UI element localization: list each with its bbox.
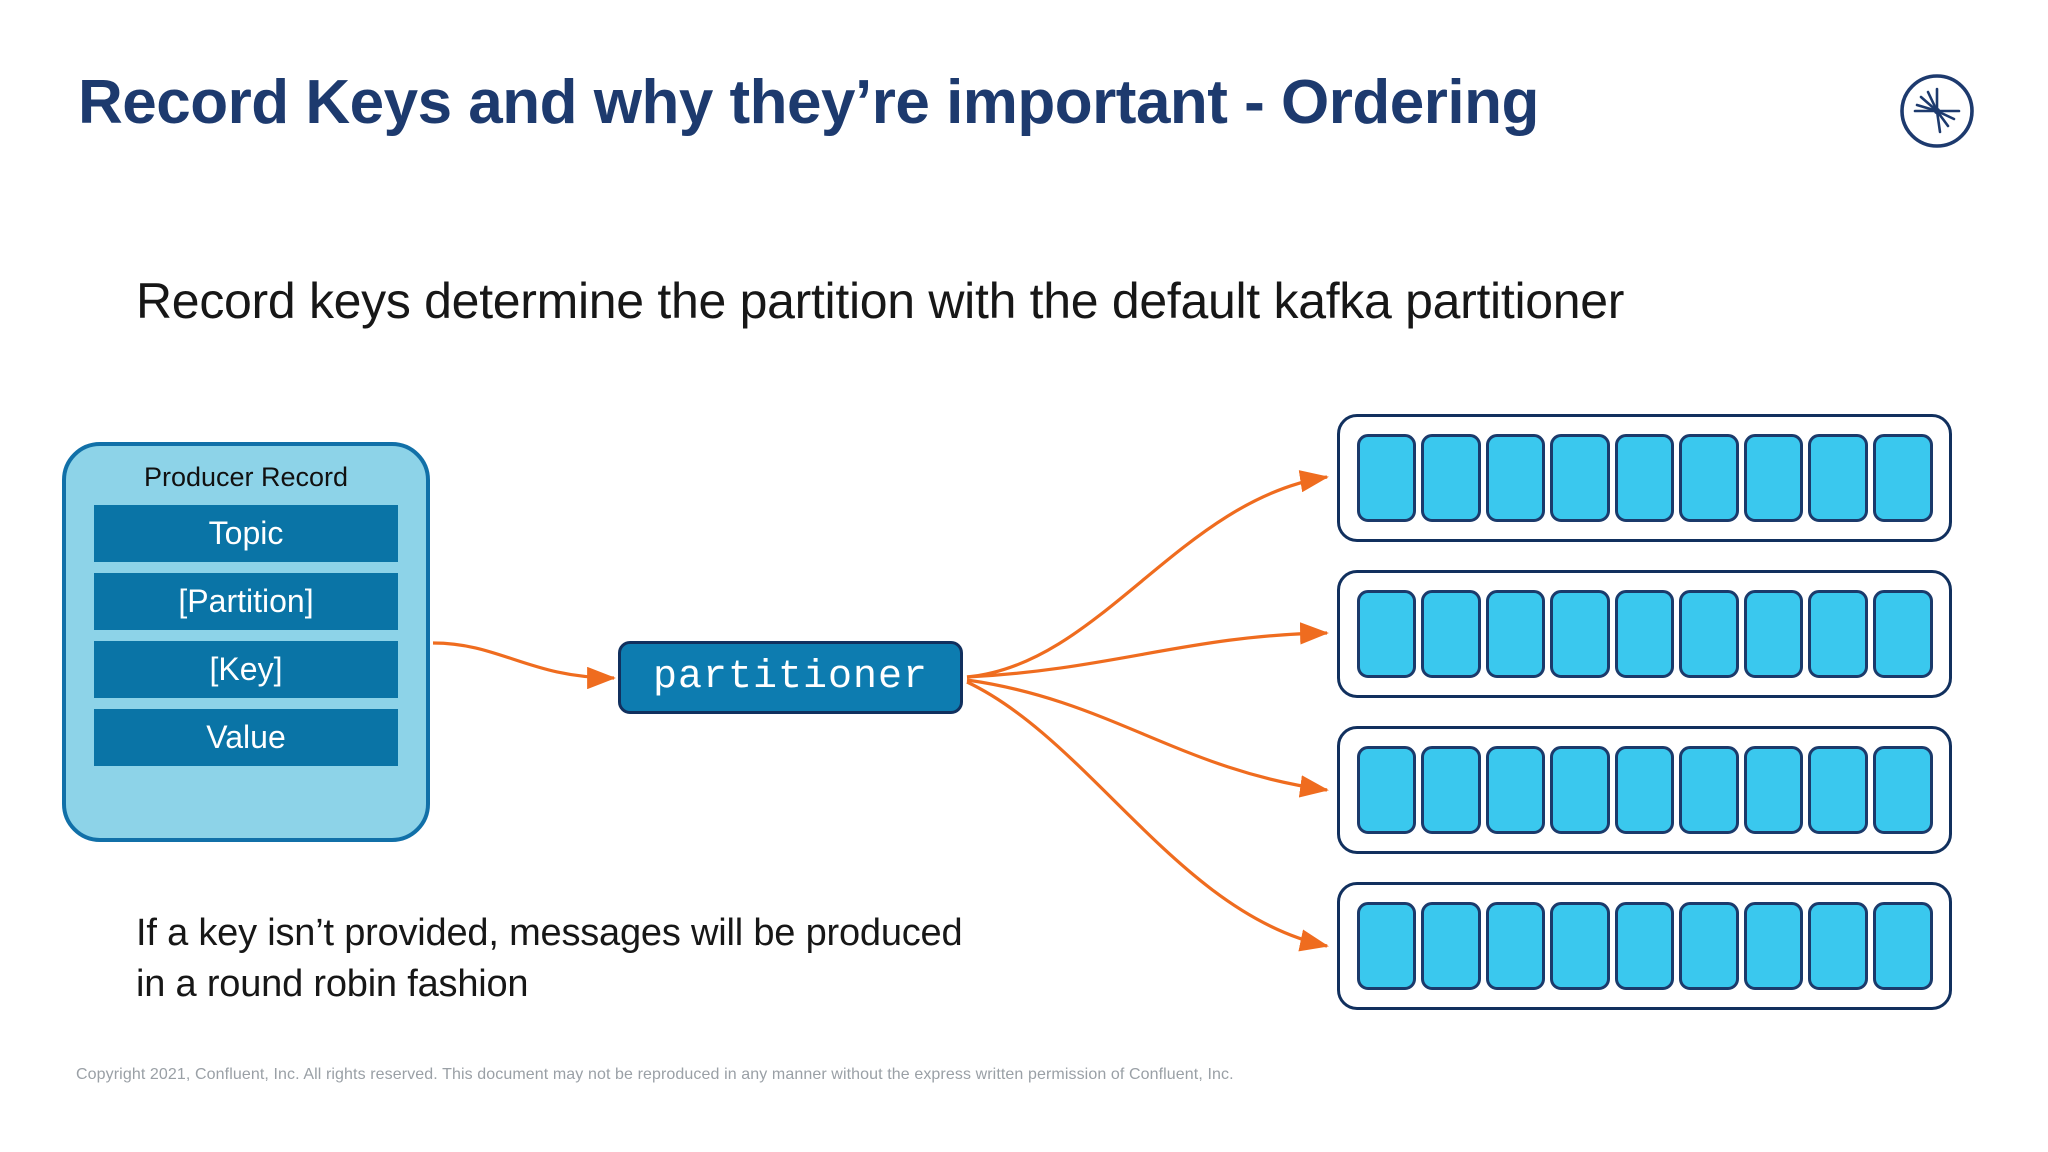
partition-cell	[1679, 434, 1739, 522]
arrow-partitioner-to-partition-0	[966, 470, 1329, 679]
record-field-key: [Key]	[94, 641, 398, 698]
partition-cell	[1356, 902, 1417, 990]
partition-cell	[1808, 590, 1868, 678]
partition-cell	[1421, 434, 1481, 522]
partition-cell	[1679, 590, 1739, 678]
partition-cell	[1873, 902, 1933, 990]
partition-cell	[1614, 902, 1675, 990]
lead-paragraph: Record keys determine the partition with…	[136, 273, 1625, 329]
producer-record-card: Producer Record Topic [Partition] [Key] …	[62, 442, 430, 842]
partition-cell	[1356, 434, 1417, 522]
partition-cell	[1614, 590, 1675, 678]
partition-cell	[1550, 434, 1610, 522]
partition-cell	[1421, 746, 1481, 834]
partition-cell	[1614, 434, 1675, 522]
partition-cell	[1550, 746, 1610, 834]
record-field-topic: Topic	[94, 505, 398, 562]
partition-cell	[1485, 434, 1546, 522]
partition-cell	[1485, 590, 1546, 678]
arrow-record-to-partitioner	[432, 641, 616, 690]
footer-copyright: Copyright 2021, Confluent, Inc. All righ…	[76, 1066, 1234, 1083]
partition-cell	[1808, 434, 1868, 522]
partition-cell	[1808, 902, 1868, 990]
partition-cell	[1743, 902, 1804, 990]
arrow-partitioner-to-partition-1	[966, 622, 1329, 679]
partition-row	[1337, 882, 1952, 1010]
partition-cell	[1485, 746, 1546, 834]
partition-cell	[1873, 434, 1933, 522]
arrow-partitioner-to-partition-2	[966, 678, 1329, 798]
record-field-partition: [Partition]	[94, 573, 398, 630]
record-field-value: Value	[94, 709, 398, 766]
partition-cell	[1808, 746, 1868, 834]
partition-row	[1337, 726, 1952, 854]
note-paragraph: If a key isn’t provided, messages will b…	[136, 912, 963, 1006]
partition-cell	[1743, 434, 1804, 522]
partition-cell	[1550, 902, 1610, 990]
partition-cell	[1421, 902, 1481, 990]
partition-cell	[1421, 590, 1481, 678]
partition-cell	[1550, 590, 1610, 678]
producer-record-title: Producer Record	[143, 462, 349, 492]
partition-cell	[1485, 902, 1546, 990]
confluent-logo-icon	[1900, 74, 1974, 148]
partition-cell	[1356, 590, 1417, 678]
partition-row	[1337, 570, 1952, 698]
partition-cell	[1614, 746, 1675, 834]
partition-cell	[1743, 590, 1804, 678]
partition-cell	[1743, 746, 1804, 834]
partition-cell	[1873, 590, 1933, 678]
partition-cell	[1873, 746, 1933, 834]
partition-cell	[1679, 746, 1739, 834]
partition-cell	[1356, 746, 1417, 834]
partition-stack	[1337, 414, 1952, 1010]
arrow-partitioner-to-partition-3	[966, 680, 1329, 952]
partitioner-node: partitioner	[618, 641, 963, 714]
partition-row	[1337, 414, 1952, 542]
page-title: Record Keys and why they’re important - …	[78, 68, 1539, 137]
partition-cell	[1679, 902, 1739, 990]
confluent-logo	[1898, 72, 1976, 150]
